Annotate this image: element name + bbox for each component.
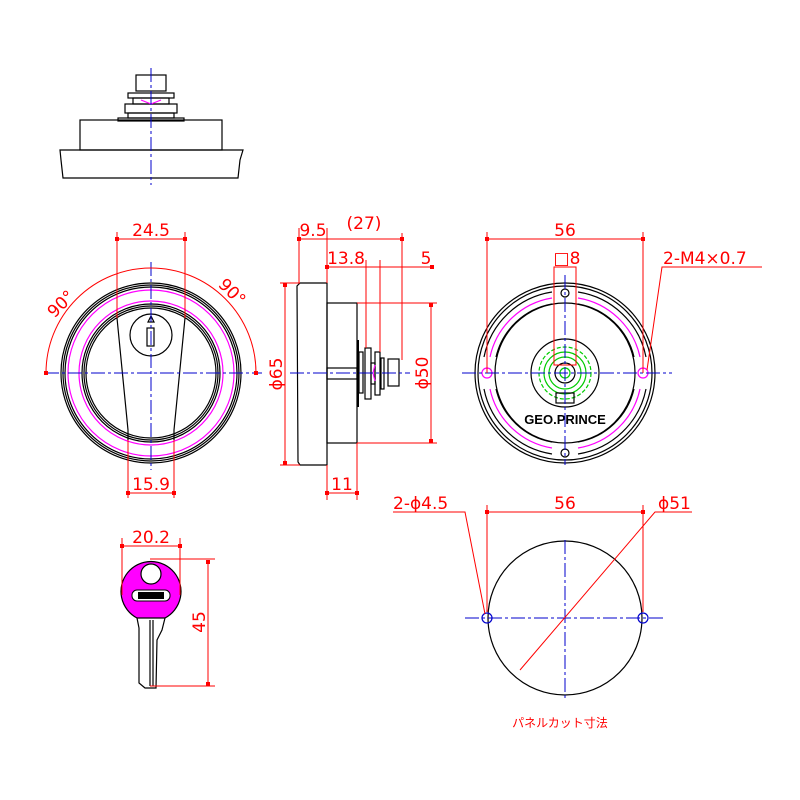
dim-56: 56 <box>554 221 576 241</box>
panel-cut-caption: パネルカット寸法 <box>512 716 608 730</box>
top-view <box>59 68 244 185</box>
dim-24-5: 24.5 <box>132 221 170 241</box>
dim-5: 5 <box>421 249 432 269</box>
key-view: 20.2 45 <box>120 528 215 689</box>
panel-cut-view: 56 2-ϕ4.5 ϕ51 パネルカット寸法 <box>393 494 692 730</box>
rear-view: GEO.PRINCE 56 □8 2-M4×0.7 <box>462 221 762 465</box>
front-view: 24.5 15.9 90° 90° <box>44 221 262 498</box>
angle-right: 90° <box>214 275 249 310</box>
dim-dia-50: ϕ50 <box>413 357 433 390</box>
dim-dia-51: ϕ51 <box>658 494 691 514</box>
dim-11: 11 <box>331 475 353 495</box>
dim-56-panel: 56 <box>554 494 576 514</box>
dim-dia-65: ϕ65 <box>267 358 287 391</box>
dim-15-9: 15.9 <box>132 475 170 495</box>
dim-13-8: 13.8 <box>327 249 365 269</box>
dim-thread: 2-M4×0.7 <box>663 249 747 269</box>
dim-45: 45 <box>190 611 210 633</box>
dim-9-5: 9.5 <box>299 221 326 241</box>
dim-20-2: 20.2 <box>132 528 170 548</box>
dim-square-8: □8 <box>554 249 581 269</box>
angle-left: 90° <box>44 287 79 322</box>
dim-27: (27) <box>347 214 382 234</box>
dim-hole-dia: 2-ϕ4.5 <box>393 494 448 514</box>
side-view: 9.5 (27) 13.8 5 ϕ65 ϕ50 11 <box>267 214 437 500</box>
